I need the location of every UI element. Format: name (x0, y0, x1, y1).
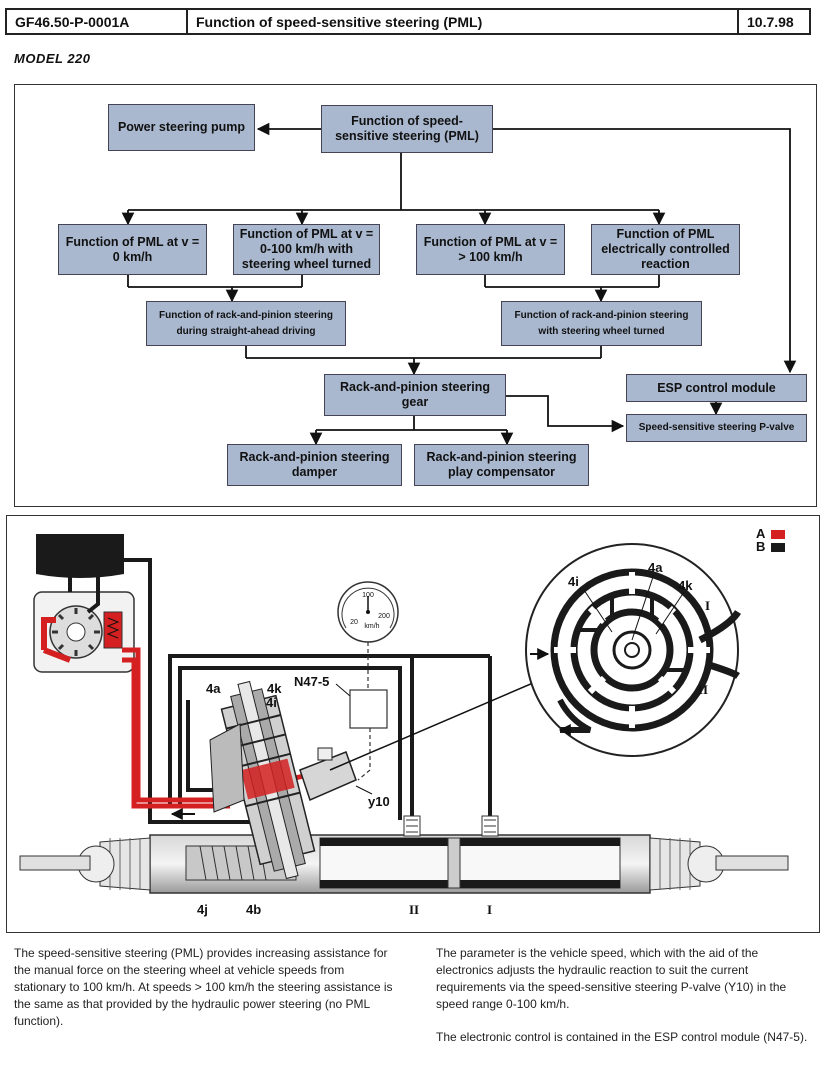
detail-label-4i: 4i (568, 574, 579, 589)
p-valve-y10 (299, 747, 357, 802)
label-4j: 4j (197, 902, 208, 917)
steering-valve (220, 680, 316, 880)
technical-diagram-frame (6, 515, 820, 933)
power-steering-pump (33, 591, 135, 673)
legend-label-a: A (756, 526, 766, 541)
speedometer-gauge (337, 581, 399, 643)
p-valve-box: Speed-sensitive steering P-valve (626, 414, 807, 442)
steering-damper-box: Rack-and-pinion steering damper (227, 444, 402, 486)
tie-rods (19, 837, 789, 891)
label-I: I (487, 902, 492, 917)
gauge-label-100: 100 (362, 592, 374, 599)
model-label: MODEL 220 (14, 51, 91, 66)
legend-label-b: B (756, 539, 765, 554)
description-left: The speed-sensitive steering (PML) provi… (14, 946, 393, 1028)
esp-control-module-box: ESP control module (626, 374, 807, 402)
pml-electrical-box: Function of PML electrically controlled … (591, 224, 740, 275)
pml-v0-box: Function of PML at v = 0 km/h (58, 224, 207, 275)
label-4i: 4i (266, 695, 277, 710)
pml-v0-100-box: Function of PML at v = 0-100 km/h with s… (233, 224, 380, 275)
legend-swatch-a (771, 530, 785, 539)
rack-gear-box: Rack-and-pinion steering gear (324, 374, 506, 416)
label-II: II (409, 902, 419, 917)
flowchart-frame (14, 84, 817, 507)
document-id: GF46.50-P-0001A (7, 10, 188, 33)
label-y10: y10 (368, 794, 390, 809)
document-date: 10.7.98 (747, 13, 794, 30)
rack-turned-box: Function of rack-and-pinion steering wit… (501, 301, 702, 346)
power-steering-pump-box: Power steering pump (108, 104, 255, 151)
pml-v100-box: Function of PML at v = > 100 km/h (416, 224, 565, 275)
label-n47-5: N47-5 (294, 674, 329, 689)
esp-module-n47-5 (349, 689, 388, 729)
play-compensator-box: Rack-and-pinion steering play compensato… (414, 444, 589, 486)
detail-label-I: I (705, 598, 710, 613)
legend-swatch-b (771, 543, 785, 552)
label-4b: 4b (246, 902, 261, 917)
pml-function-box: Function of speed-sensitive steering (PM… (321, 105, 493, 153)
rack-housing (149, 815, 651, 894)
document-header: GF46.50-P-0001A Function of speed-sensit… (5, 8, 811, 35)
valve-detail-view (525, 543, 741, 757)
description-right-2: The electronic control is contained in t… (436, 1030, 808, 1044)
label-4k: 4k (267, 681, 282, 696)
gauge-label-200: 200 (378, 613, 390, 620)
detail-label-4a: 4a (648, 560, 663, 575)
label-4a: 4a (206, 681, 221, 696)
reservoir (36, 534, 124, 578)
detail-label-II: II (698, 682, 708, 697)
document-title: Function of speed-sensitive steering (PM… (188, 10, 739, 33)
gauge-label-20: 20 (350, 619, 358, 626)
rack-straight-box: Function of rack-and-pinion steering dur… (146, 301, 346, 346)
description-right-1: The parameter is the vehicle speed, whic… (436, 946, 787, 1011)
detail-label-4k: 4k (678, 578, 693, 593)
gauge-unit: km/h (364, 623, 379, 630)
